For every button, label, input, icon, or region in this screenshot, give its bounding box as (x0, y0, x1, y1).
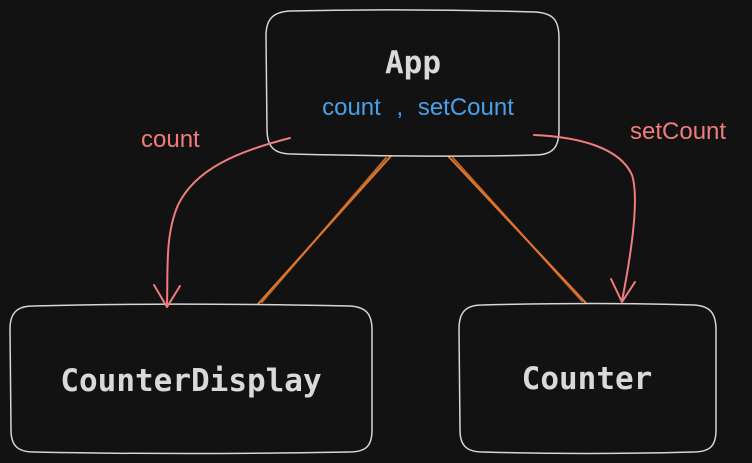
tree-edge-app-to-counter-sketch (452, 157, 583, 302)
app-node[interactable]: App count , setCount (265, 9, 560, 157)
counter-node[interactable]: Counter (458, 302, 717, 455)
app-node-box (265, 9, 560, 157)
count-arrow-line (166, 137, 291, 307)
tree-edges (257, 155, 587, 305)
state-count-text: count (322, 94, 381, 121)
app-state-line: count , setCount (322, 94, 514, 121)
counter-display-node[interactable]: CounterDisplay (9, 303, 373, 455)
state-setter-text: setCount (418, 94, 514, 121)
app-node-title: App (385, 45, 441, 81)
count-edge-label: count (141, 126, 200, 153)
count-arrow-head (153, 284, 181, 308)
counter-display-node-box (9, 303, 373, 455)
setcount-prop-arrow: setCount (533, 118, 726, 303)
setcount-arrow-line (533, 134, 636, 302)
setcount-edge-label: setCount (630, 118, 726, 145)
count-prop-arrow: count (141, 126, 291, 308)
counter-node-title: Counter (522, 361, 653, 397)
setcount-arrow-head (610, 278, 636, 303)
state-separator-text: , (396, 94, 403, 121)
counter-display-node-title: CounterDisplay (60, 363, 321, 399)
counter-node-box (458, 302, 717, 455)
tree-edge-app-to-counter-display-sketch (261, 157, 387, 303)
